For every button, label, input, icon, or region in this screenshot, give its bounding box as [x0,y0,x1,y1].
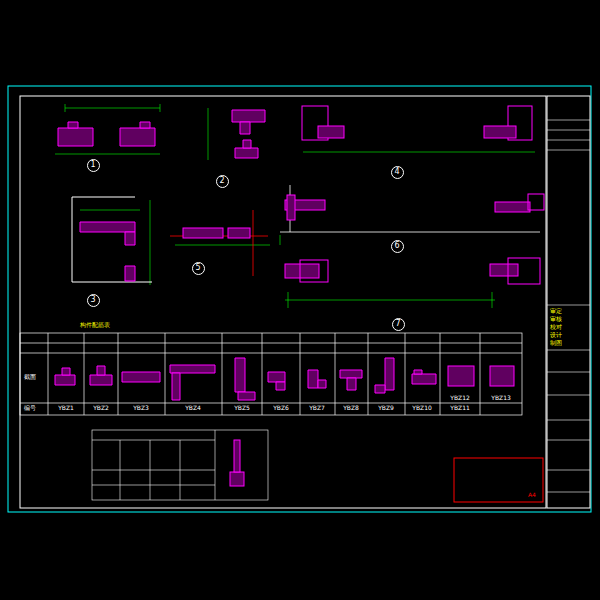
table-cell: YBZ7 [309,405,325,412]
table-grid [20,333,522,415]
callout-text: 3 [90,296,95,304]
table-cell: YBZ11 [450,405,470,412]
table-cell: YBZ10 [412,405,432,412]
callout-number: 6 [391,240,404,253]
callout-text: 6 [394,242,399,250]
table-cell: YBZ9 [378,405,394,412]
callout-text: 7 [395,320,400,328]
callout-number: 5 [192,262,205,275]
callout-text: 5 [195,264,200,272]
dimension-lines [55,104,535,308]
title-block-field: 审定 [550,308,562,315]
title-block-field: 校对 [550,324,562,331]
note-text: A4 [528,492,536,499]
callout-number: 4 [391,166,404,179]
wall-section [58,122,155,146]
callout-text: 4 [394,168,399,176]
title-block-field: 审核 [550,316,562,323]
table-cell: YBZ6 [273,405,289,412]
table-cell: YBZ13 [491,395,511,402]
callout-text: 1 [90,161,95,169]
table-cell: YBZ5 [234,405,250,412]
callout-number: 1 [87,159,100,172]
title-block-field: 设计 [550,332,562,339]
note-text: 编号 [24,405,36,412]
title-block-field: 制图 [550,340,562,347]
callout-number: 7 [392,318,405,331]
table-cell: YBZ1 [58,405,74,412]
table-cell: YBZ3 [133,405,149,412]
note-text: 截面 [24,374,36,381]
callout-text: 2 [219,177,224,185]
note-text: 构件配筋表 [80,322,110,329]
table-cell: YBZ4 [185,405,201,412]
callout-number: 2 [216,175,229,188]
callout-number: 3 [87,294,100,307]
table-cell: YBZ12 [450,395,470,402]
table-sections [55,358,514,400]
table-cell: YBZ8 [343,405,359,412]
table-cell: YBZ2 [93,405,109,412]
